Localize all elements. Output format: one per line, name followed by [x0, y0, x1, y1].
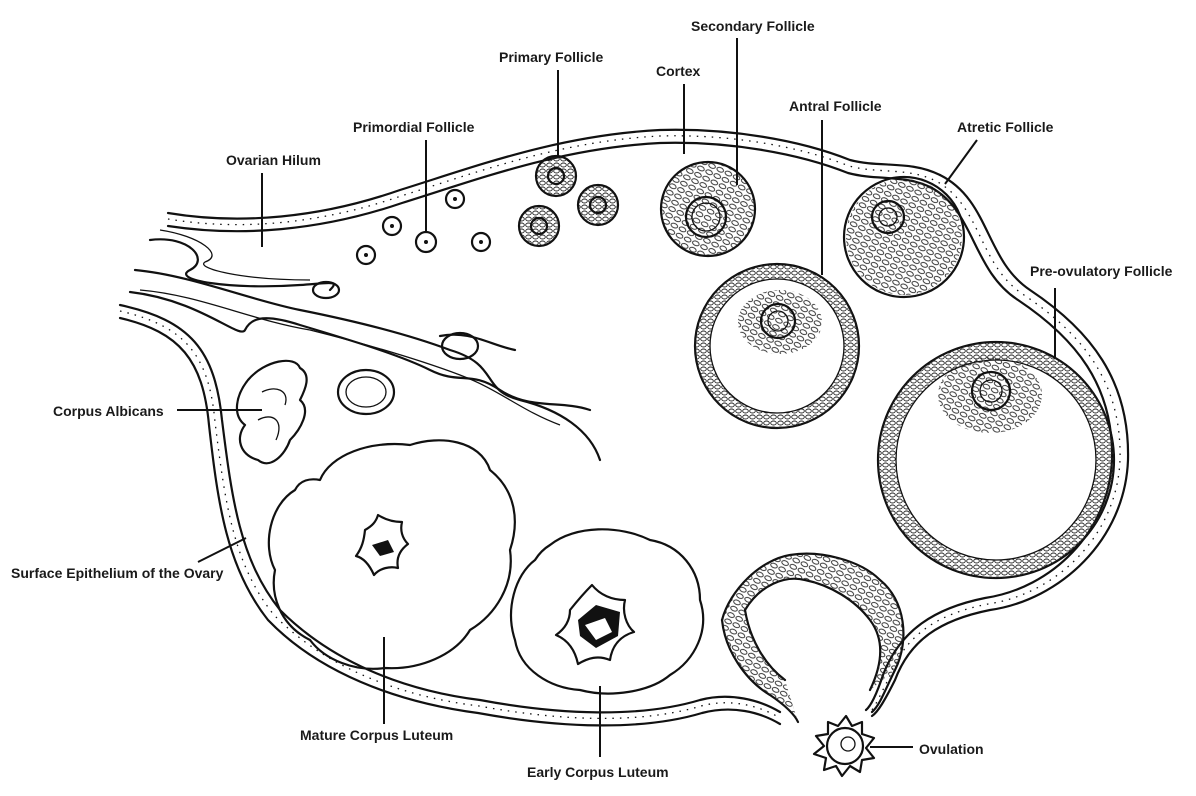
primordial-follicles: [355, 188, 492, 266]
antral-follicle: [693, 262, 861, 430]
mature-corpus-luteum: [267, 439, 516, 670]
label-antral-follicle: Antral Follicle: [789, 98, 882, 114]
ruptured-follicle: [720, 552, 905, 724]
pre-ovulatory-follicle: [876, 340, 1116, 580]
label-secondary-follicle: Secondary Follicle: [691, 18, 815, 34]
hilum-vessels: [128, 229, 602, 462]
secondary-follicle: [659, 160, 757, 258]
label-ovulation: Ovulation: [919, 741, 984, 757]
label-mature-corpus-luteum: Mature Corpus Luteum: [300, 727, 454, 743]
label-primordial-follicle: Primordial Follicle: [353, 119, 475, 135]
leader-lines: [177, 38, 1056, 757]
primary-follicles: [517, 154, 620, 248]
corpus-albicans: [235, 359, 308, 465]
ovulated-oocyte: [812, 714, 876, 778]
label-surface-epithelium: Surface Epithelium of the Ovary: [11, 565, 224, 581]
label-corpus-albicans: Corpus Albicans: [53, 403, 164, 419]
label-pre-ovulatory-follicle: Pre-ovulatory Follicle: [1030, 263, 1173, 279]
early-corpus-luteum: [510, 528, 705, 695]
label-ovarian-hilum: Ovarian Hilum: [226, 152, 321, 168]
label-cortex: Cortex: [656, 63, 701, 79]
atretic-follicle: [842, 175, 966, 299]
label-primary-follicle: Primary Follicle: [499, 49, 604, 65]
label-atretic-follicle: Atretic Follicle: [957, 119, 1054, 135]
label-early-corpus-luteum: Early Corpus Luteum: [527, 764, 669, 780]
surface-epithelium: [118, 128, 1130, 727]
